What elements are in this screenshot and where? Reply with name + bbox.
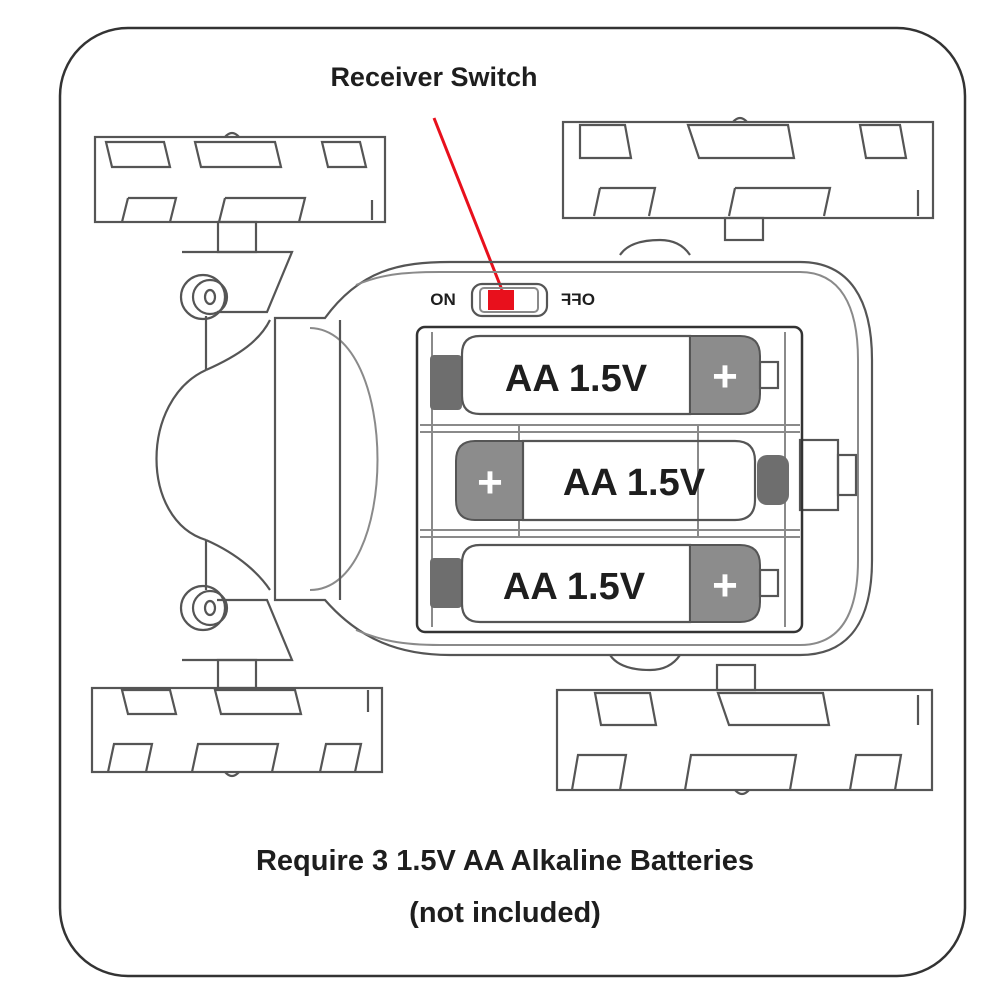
caption-not-included: (not included) [409,897,601,929]
negative-spring-terminal [757,455,789,505]
battery-2: + AA 1.5V [455,439,789,522]
plus-icon: + [712,561,738,610]
switch-off-label-mirrored: OFF [561,290,595,309]
receiver-switch[interactable]: ON OFF [430,282,595,318]
battery-3: + AA 1.5V [430,543,780,624]
switch-track [479,287,539,313]
receiver-switch-label: Receiver Switch [330,62,537,92]
negative-spring-terminal [430,355,462,410]
switch-pointer-line [432,117,504,291]
switch-on-label: ON [430,290,456,309]
negative-spring-terminal [430,558,462,608]
switch-housing [470,282,549,318]
positive-terminal [689,544,761,623]
positive-terminal [455,440,524,521]
battery-label: AA 1.5V [503,566,646,608]
outer-frame [58,26,967,978]
wheel-rear-right [555,663,934,796]
positive-terminal [689,335,761,415]
plus-icon: + [712,352,738,401]
wheel-front-right [561,116,935,242]
front-axle-assembly [155,220,294,690]
plus-icon: + [477,458,503,507]
car-body [273,238,874,672]
caption-requirement: Require 3 1.5V AA Alkaline Batteries [256,845,754,877]
battery-label: AA 1.5V [563,462,706,504]
switch-slider-indicator[interactable] [488,290,514,310]
wheel-rear-left [90,686,384,778]
battery-label: AA 1.5V [505,358,648,400]
wheel-front-left [93,131,387,224]
battery-1: + AA 1.5V [430,334,780,416]
